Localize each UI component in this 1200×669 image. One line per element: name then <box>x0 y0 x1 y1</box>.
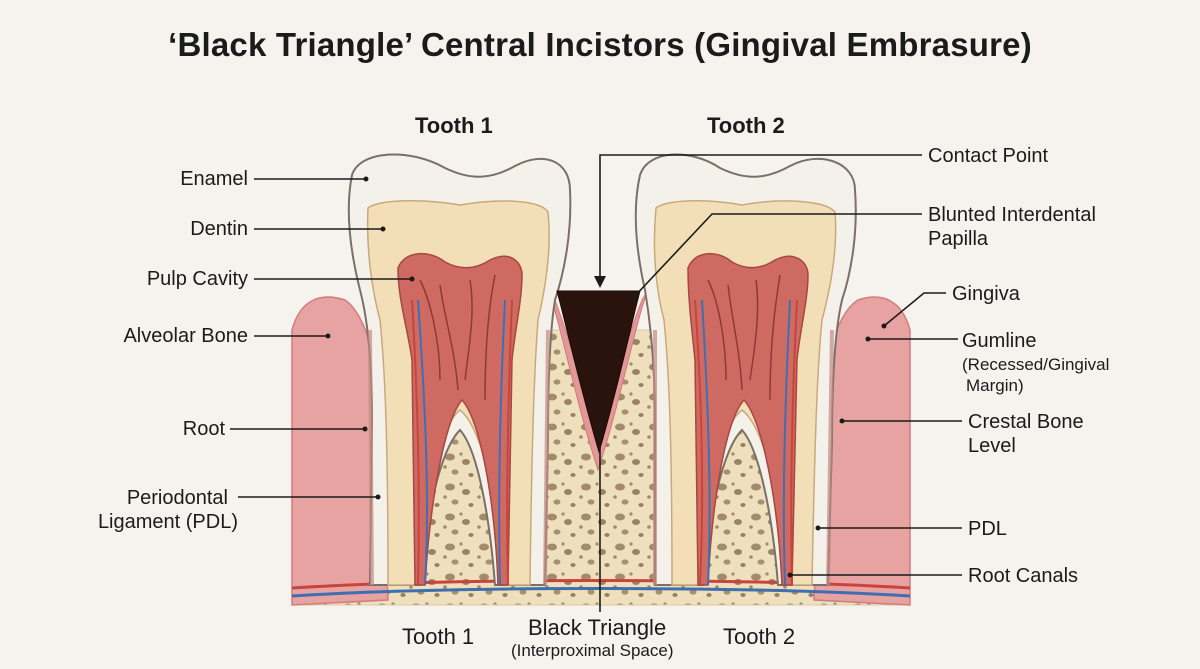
tooth-1-shape <box>347 153 572 586</box>
diagram-title: ‘Black Triangle’ Central Incistors (Ging… <box>168 26 1032 63</box>
label-pdl-right: PDL <box>968 518 1007 540</box>
label-contact-point: Contact Point <box>928 145 1049 167</box>
label-papilla-line2: Papilla <box>928 228 989 250</box>
label-crestal-line2: Level <box>968 435 1016 457</box>
label-root-canals: Root Canals <box>968 565 1079 587</box>
label-pdl-left-line2: Ligament (PDL) <box>97 511 238 533</box>
label-dentin: Dentin <box>190 218 248 240</box>
bottom-label-tooth-1: Tooth 1 <box>402 624 475 649</box>
leader-arrows <box>325 176 887 578</box>
label-gumline-sub2: Margin) <box>966 376 1024 395</box>
label-gumline-sub1: (Recessed/Gingival <box>962 355 1110 374</box>
bottom-label-black-triangle: Black Triangle <box>528 615 667 640</box>
label-pulp-cavity: Pulp Cavity <box>146 268 248 290</box>
black-triangle-shape <box>556 290 641 454</box>
label-papilla-line1: Blunted Interdental <box>928 204 1096 226</box>
bottom-label-interproximal: (Interproximal Space) <box>511 641 674 660</box>
label-pdl-left-line1: Periodontal <box>126 487 228 509</box>
header-tooth-2: Tooth 2 <box>707 113 785 138</box>
label-enamel: Enamel <box>180 168 248 190</box>
tooth-2-shape <box>634 153 857 586</box>
label-root: Root <box>182 418 225 440</box>
leader-lines <box>230 154 962 612</box>
label-alveolar-bone: Alveolar Bone <box>123 325 248 347</box>
header-tooth-1: Tooth 1 <box>415 113 493 138</box>
label-crestal-line1: Crestal Bone <box>968 411 1084 433</box>
bottom-label-tooth-2: Tooth 2 <box>723 624 796 649</box>
label-gumline: Gumline <box>962 330 1037 352</box>
label-gingiva: Gingiva <box>952 283 1020 305</box>
